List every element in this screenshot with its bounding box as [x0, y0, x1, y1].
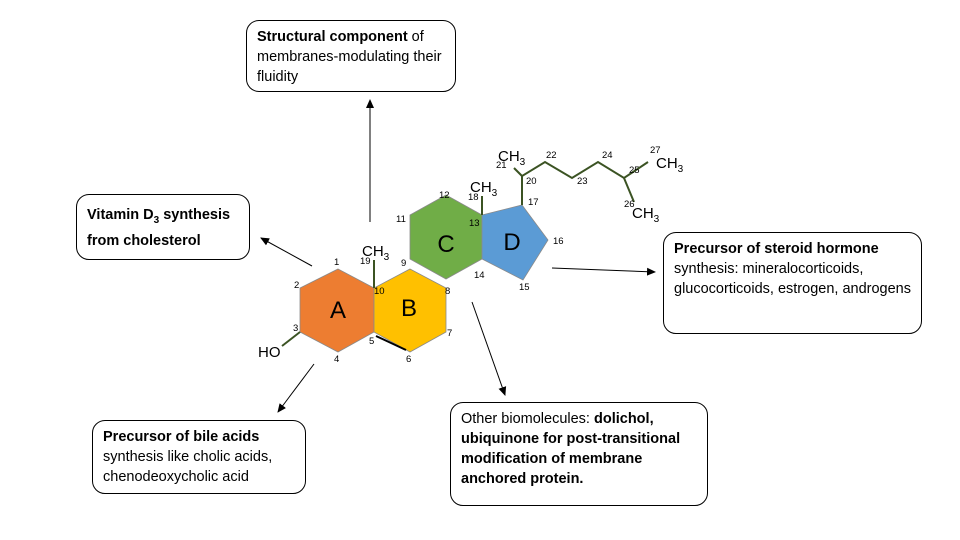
carbon-23: 23 [577, 176, 588, 187]
ch3-c21-label: CH3 [498, 148, 526, 168]
carbon-4: 4 [334, 354, 339, 365]
carbon-2: 2 [294, 280, 299, 291]
carbon-27: 27 [650, 145, 661, 156]
carbon-8: 8 [445, 286, 450, 297]
carbon-9: 9 [401, 258, 406, 269]
steroid-hormone-text: synthesis: mineralocorticoids, glucocort… [674, 261, 911, 297]
vitamin-d-box: Vitamin D3 synthesis from cholesterol [76, 194, 250, 260]
arrow-to-steroid [551, 267, 656, 276]
ho-label: HO [258, 344, 281, 361]
steroid-hormone-bold: Precursor of steroid hormone [674, 241, 879, 257]
carbon-26: 26 [624, 199, 635, 210]
carbon-numbers: 1 2 3 4 5 6 7 8 9 10 11 12 13 14 15 16 1… [293, 145, 661, 365]
ch3-c19-label: CH3 [362, 243, 390, 263]
ring-b-label: B [401, 295, 417, 322]
steroid-hormone-box: Precursor of steroid hormone synthesis: … [663, 232, 922, 334]
carbon-17: 17 [528, 197, 539, 208]
carbon-7: 7 [447, 328, 452, 339]
carbon-11: 11 [396, 214, 406, 225]
ch3-c27-label: CH3 [656, 155, 684, 175]
ho-bond [281, 331, 301, 347]
double-bond [375, 335, 407, 351]
carbon-21: 21 [496, 160, 507, 171]
other-biomolecules-bold: dolichol, ubiquinone for post-transition… [461, 411, 681, 487]
arrow-to-vitamin-d [260, 237, 313, 267]
carbon-15: 15 [519, 282, 530, 293]
c21-bond [513, 167, 523, 177]
structural-component-bold: Structural component [257, 29, 408, 45]
carbon-10: 10 [374, 286, 385, 297]
vitamin-d-prefix: Vitamin D [87, 207, 154, 223]
arrow-to-bile [277, 363, 315, 413]
carbon-16: 16 [553, 236, 564, 247]
vitamin-d-subscript: 3 [153, 214, 160, 226]
structural-component-text: of membranes-modulating their fluidity [257, 29, 442, 85]
carbon-22: 22 [546, 150, 557, 161]
other-biomolecules-text: Other biomolecules: [461, 411, 594, 427]
carbon-18: 18 [468, 192, 479, 203]
carbon-25: 25 [629, 165, 640, 176]
carbon-3: 3 [293, 323, 298, 334]
ch3-c18-label: CH3 [470, 179, 498, 199]
bile-acids-text: synthesis like cholic acids, chenodeoxyc… [103, 449, 273, 485]
ring-c-label: C [437, 231, 454, 258]
other-biomolecules-box: Other biomolecules: dolichol, ubiquinone… [450, 402, 708, 506]
carbon-19: 19 [360, 256, 371, 267]
carbon-12: 12 [439, 190, 450, 201]
carbon-13: 13 [469, 218, 480, 229]
carbon-6: 6 [406, 354, 411, 365]
carbon-24: 24 [602, 150, 613, 161]
vitamin-d-suffix: synthesis from cholesterol [87, 207, 231, 249]
carbon-20: 20 [526, 176, 537, 187]
carbon-1: 1 [334, 257, 339, 268]
carbon-14: 14 [474, 270, 485, 281]
structural-component-box: Structural component of membranes-modula… [246, 20, 456, 92]
bile-acids-bold: Precursor of bile acids [103, 429, 260, 445]
ring-a-label: A [330, 297, 346, 324]
carbon-5: 5 [369, 336, 374, 347]
bile-acids-box: Precursor of bile acids synthesis like c… [92, 420, 306, 494]
ring-d-label: D [503, 229, 520, 256]
vitamin-d-bold: Vitamin D3 synthesis from cholesterol [87, 207, 230, 249]
ring-d-pentagon [481, 204, 549, 281]
arrow-to-other [471, 301, 507, 396]
ch3-c26-label: CH3 [632, 205, 660, 225]
c26-bond [623, 177, 635, 203]
